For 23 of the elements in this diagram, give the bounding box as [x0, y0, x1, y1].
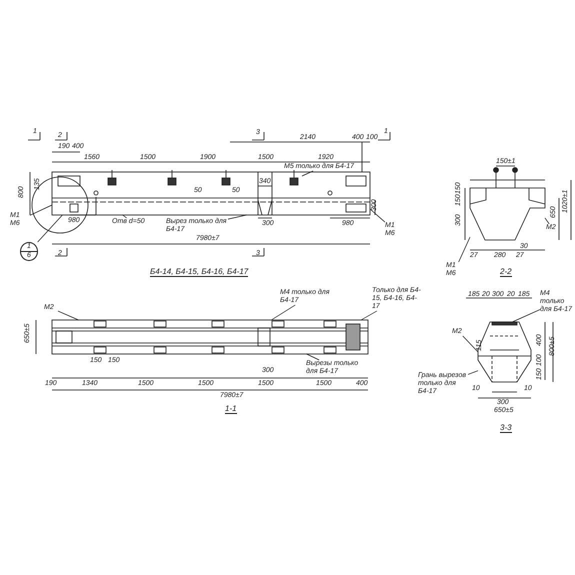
leader-line: [468, 370, 478, 375]
leader-line: [271, 304, 296, 320]
leader-line: [37, 214, 63, 242]
section-drawing: [470, 167, 546, 240]
leader-line: [370, 208, 386, 222]
leader-line: [360, 310, 378, 320]
leader-line: [122, 214, 128, 218]
view-title: 3-3: [500, 424, 512, 433]
leader-line: [458, 236, 470, 262]
leader-line: [302, 170, 314, 176]
view-title: 1-1: [225, 405, 237, 414]
view-title: Б4-14, Б4-15, Б4-16, Б4-17: [150, 268, 248, 277]
leader-line: [228, 214, 247, 220]
section-drawing: [478, 322, 532, 382]
leader-line: [58, 310, 79, 320]
beam-plan-drawing: [52, 320, 368, 354]
leader-line: [512, 309, 540, 322]
leader-line: [462, 336, 478, 352]
beam-elevation-drawing: [52, 170, 370, 216]
leader-line: [30, 204, 52, 216]
view-title: 2-2: [500, 268, 512, 277]
leader-line: [306, 354, 320, 360]
leader-line: [544, 218, 550, 224]
